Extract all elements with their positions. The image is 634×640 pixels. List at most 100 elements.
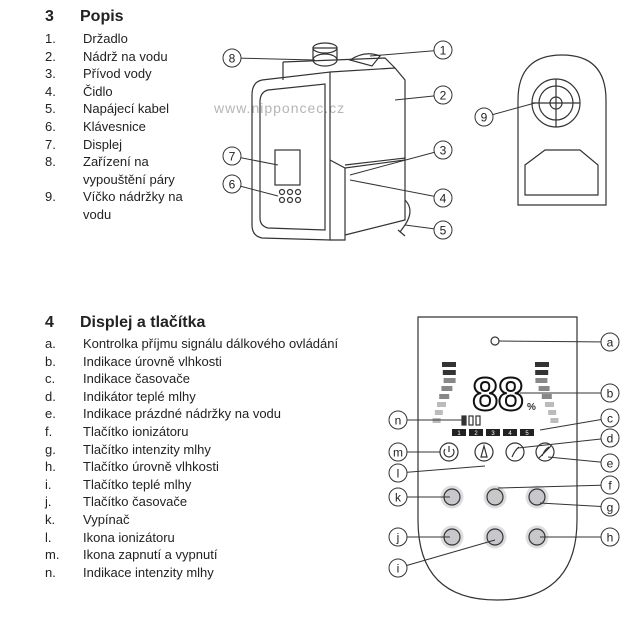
list-item: 9.Víčko nádržky na vodu [45, 188, 210, 223]
timer-button[interactable] [440, 525, 464, 549]
item-text: Indikace intenzity mlhy [83, 564, 214, 580]
ionizer-icon [474, 442, 494, 462]
callout-label: a [607, 336, 614, 350]
ionizer-button[interactable] [483, 485, 507, 509]
list-item: j.Tlačítko časovače [45, 493, 345, 511]
callout-7: 7 [222, 146, 279, 166]
callout-label: 5 [440, 224, 447, 238]
display-panel [274, 149, 301, 186]
callout-label: k [395, 491, 402, 505]
item-text: Tlačítko ionizátoru [83, 423, 189, 439]
item-text: Tlačítko úrovně vlhkosti [83, 459, 219, 475]
warm-mist-icon [505, 442, 525, 462]
item-marker: a. [45, 336, 56, 351]
list-item: 6. Klávesnice [45, 118, 210, 136]
lid-illustration [517, 54, 607, 206]
list-item: 4.Čidlo [45, 83, 210, 101]
callout-5: 5 [404, 220, 453, 240]
item-marker: j. [45, 494, 52, 510]
item-marker: 9. [45, 189, 56, 205]
list-item: l. Ikona ionizátoru [45, 529, 345, 547]
humidity-level-bar [538, 386, 550, 391]
item-text: Vypínač [83, 511, 130, 527]
item-marker: 3. [45, 66, 56, 82]
power-button[interactable] [440, 485, 464, 509]
callout-label: 4 [440, 192, 447, 206]
callout-g: g [539, 497, 620, 517]
item-marker: 6. [45, 118, 56, 134]
section-title: Popis [80, 8, 124, 25]
remote-signal-indicator [490, 336, 500, 346]
item-marker: 8. [45, 154, 56, 170]
callout-label: 7 [229, 150, 236, 164]
callout-label: g [607, 501, 614, 515]
callout-n: n [388, 410, 462, 430]
callout-label: n [395, 414, 402, 428]
callout-label: b [607, 387, 614, 401]
humidifier-body [251, 42, 411, 241]
list-item: c. Indikace časovače [45, 370, 345, 388]
display-icons [439, 442, 555, 462]
callout-f: f [497, 475, 620, 495]
item-text: Indikace časovače [83, 371, 190, 387]
callout-label: f [608, 479, 612, 493]
timer-segment [452, 429, 466, 436]
callout-8: 8 [222, 48, 316, 68]
item-text: Ikona ionizátoru [83, 529, 175, 545]
callout-label: 1 [440, 44, 447, 58]
item-marker: 5. [45, 101, 56, 117]
callout-k: k [388, 487, 450, 507]
list-item: 5. Napájecí kabel [45, 100, 210, 118]
callout-a: a [498, 332, 620, 352]
callout-c: c [539, 408, 620, 431]
item-text: Kontrolka příjmu signálu dálkového ovlád… [83, 336, 339, 351]
item-text: Napájecí kabel [83, 101, 169, 117]
item-marker: c. [45, 371, 56, 387]
item-text: Indikace úrovně vlhkosti [83, 353, 222, 369]
item-marker: h. [45, 459, 56, 475]
callout-label: h [607, 531, 614, 545]
callout-label: j [396, 531, 400, 545]
item-marker: l. [45, 529, 52, 545]
list-item: f.Tlačítko ionizátoru [45, 423, 345, 441]
timer-label: 5 [525, 431, 529, 437]
item-marker: 4. [45, 83, 56, 99]
item-marker: g. [45, 441, 56, 457]
humidity-level-bar [442, 370, 456, 375]
section-number: 4 [45, 314, 54, 331]
item-marker: 2. [45, 48, 56, 64]
callout-label: 3 [440, 144, 447, 158]
humidity-level-bar [443, 378, 456, 383]
mist-intensity-button[interactable] [525, 485, 549, 509]
timer-segment [520, 429, 534, 436]
item-text: Indikace prázdné nádržky na vodu [83, 406, 282, 422]
humidity-level-bar [535, 362, 549, 367]
list-item: h. Tlačítko úrovně vlhkosti [45, 458, 345, 476]
item-text: Indikátor teplé mlhy [83, 388, 196, 404]
warm-mist-button[interactable] [483, 525, 507, 549]
callout-9: 9 [474, 102, 536, 127]
humidity-level-bar [441, 386, 453, 391]
callout-label: m [393, 446, 403, 460]
humidity-level-bar [550, 418, 559, 423]
item-marker: m. [45, 547, 60, 563]
callout-b: b [520, 383, 620, 403]
humidity-level-bar [535, 378, 548, 383]
list-item: a. Kontrolka příjmu signálu dálkového ovl… [45, 335, 345, 353]
item-marker: e. [45, 406, 56, 422]
callout-6: 6 [222, 174, 279, 197]
humidity-level-bar [545, 402, 554, 407]
list-item: n.Indikace intenzity mlhy [45, 564, 345, 582]
item-text: Klávesnice [83, 118, 146, 134]
item-text: Tlačítko intenzity mlhy [83, 441, 211, 457]
humidity-level-bar [442, 362, 456, 367]
callout-l: l [388, 463, 486, 483]
callout-e: e [547, 453, 620, 473]
callout-label: e [607, 457, 614, 471]
item-text: Držadlo [83, 31, 128, 46]
